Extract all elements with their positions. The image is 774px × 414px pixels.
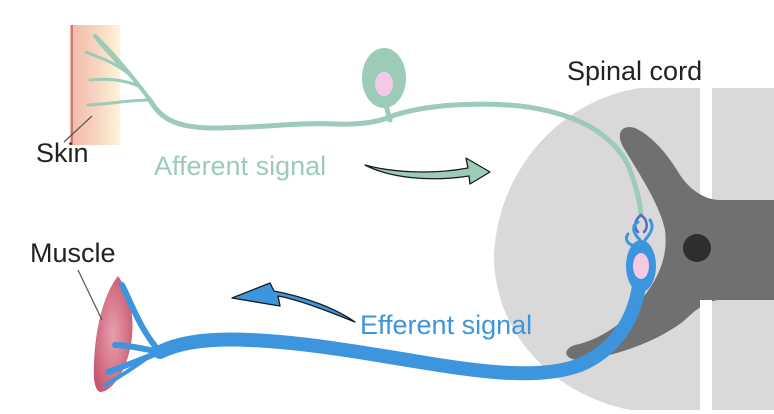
muscle — [93, 276, 133, 392]
afferent-nucleus — [375, 72, 393, 96]
muscle-belly — [93, 276, 133, 392]
skin-pointer-line — [63, 115, 93, 143]
skin-label: Skin — [36, 138, 89, 168]
nerve-ending-branch-2 — [84, 50, 132, 77]
nerve-ending-branch-3 — [88, 77, 144, 90]
central-canal — [683, 234, 711, 262]
muscle-pointer-line — [77, 269, 103, 321]
muscle-label: Muscle — [30, 238, 116, 268]
efferent-branch-4 — [103, 354, 152, 387]
afferent-signal-label: Afferent signal — [154, 151, 327, 181]
afferent-direction-arrow — [364, 157, 491, 185]
efferent-axon — [153, 273, 647, 381]
nerve-ending-branch-1 — [93, 34, 152, 102]
afferent-axon — [147, 97, 644, 218]
posterior-median-sulcus — [700, 88, 712, 230]
nerve-ending-branch-5 — [94, 36, 122, 68]
efferent-branch-1 — [119, 282, 163, 355]
efferent-branch-3 — [105, 349, 163, 375]
gray-matter — [566, 127, 774, 361]
afferent-neuron — [84, 34, 648, 234]
efferent-neuron — [103, 218, 654, 387]
skin-layer — [70, 25, 120, 145]
efferent-direction-arrow — [231, 282, 356, 323]
skin — [70, 25, 120, 145]
efferent-nucleus — [633, 253, 649, 279]
nerve-ending-branch-4 — [86, 98, 152, 107]
efferent-signal-label: Efferent signal — [360, 310, 533, 340]
anterior-median-fissure — [700, 300, 712, 410]
spinal-cord-label: Spinal cord — [567, 56, 703, 86]
